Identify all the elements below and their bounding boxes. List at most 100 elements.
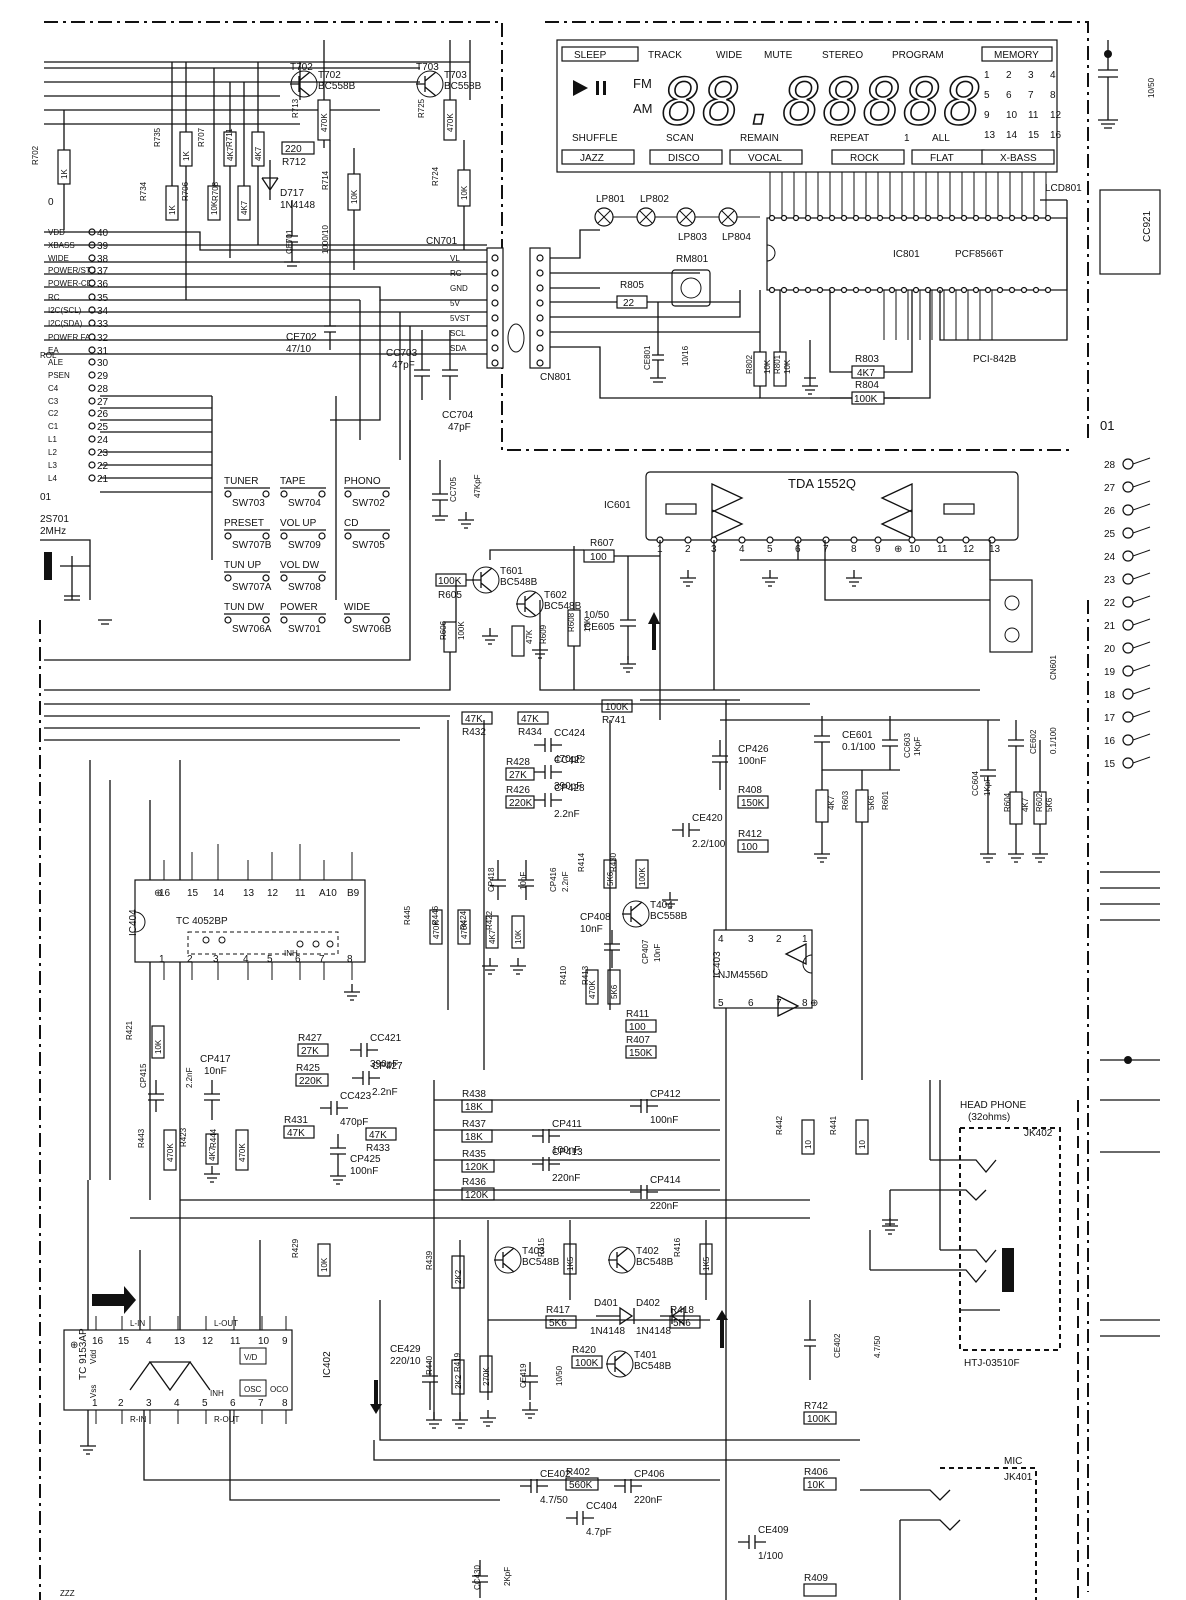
r805-ref: R805 [620,280,644,291]
lcd-number-2: 2 [1006,70,1012,81]
r409-body [803,1583,837,1597]
lcd-label-2: REMAIN [740,133,779,144]
amp-plus-icon: ⊕ [894,544,902,555]
r411-body [625,1019,657,1033]
mcu-pin-num-38: 38 [97,254,109,265]
mcu-pin-name-23: L2 [48,448,57,457]
r421-ref: R421 [125,1020,134,1040]
r433-ref: R433 [366,1143,390,1154]
lcd-ind-box-6 [981,46,1053,62]
ic402-plus-icon: ⊕ [70,1340,78,1351]
cn701-pin-label-6: SDA [450,344,467,353]
ic801-top-pin-18 [984,214,992,222]
r735-ref: R735 [153,127,162,147]
t703-ref: T703 [444,70,467,81]
r424-body [485,915,499,949]
amp-pin-num-2: 2 [685,544,691,555]
r434-body [517,711,549,725]
cc424-body [534,738,562,752]
t404-part: BC558B [650,911,688,922]
cc705-ref: CC705 [449,477,458,502]
cp425-value: 100nF [350,1166,378,1177]
d717-ref: D717 [280,188,304,199]
ic402-bottom-pin-1: 1 [92,1398,98,1409]
cc421-value: 390pF [370,1059,398,1070]
cp408-body [604,930,620,968]
ce420-ref: CE420 [692,813,723,824]
ic404-bottom-pin-3: 3 [213,954,219,965]
lcd-mode-rock: ROCK [850,153,879,164]
cp427-value: 2.2nF [372,1087,398,1098]
ic402-top-pin-3: 13 [174,1336,186,1347]
r441-ref: R441 [829,1115,838,1135]
r441-value: 10 [858,1140,867,1149]
mcu-left-0: 0 [48,197,54,208]
strip-pin-28 [1122,458,1134,470]
cp427-body [352,1071,380,1085]
amp-ic-ref: IC601 [604,500,631,511]
r741-value: 100K [605,702,629,713]
ce801-value: 10/16 [681,345,690,366]
pcb-label: PCI-842B [973,354,1017,365]
r426-body [505,795,535,809]
strip-lead-26 [1132,503,1151,511]
r433-value: 47K [369,1130,387,1141]
switch-pin-b-3 [262,532,270,540]
strip-pin-20 [1122,642,1134,654]
mcu-pin-num-21: 21 [97,474,109,485]
r434-value: 47K [521,714,539,725]
mcu-pin-num-28: 28 [97,384,109,395]
strip-lead-27 [1132,480,1151,488]
mcu-pin-31 [88,346,96,354]
ic801-bottom-pin-17 [972,286,980,294]
r407-value: 150K [629,1048,653,1059]
strip-pin-num-25: 25 [1104,529,1116,540]
r602-value: 5K6 [1045,797,1054,812]
r444-body [235,1129,249,1171]
ic402-rout: R-OUT [214,1415,239,1424]
amp-pin-num-7: 7 [823,544,829,555]
switch-pin-b-4 [318,532,326,540]
r420-ref: R420 [572,1345,596,1356]
ic801-bottom-pin-0 [768,286,776,294]
bias-network: 1KR7021KR7341KR73510KR7064K7R7074K7R7084… [31,40,487,521]
r406-value: 10K [807,1480,825,1491]
strip-pin-num-27: 27 [1104,483,1116,494]
switch-label-cd: CD [344,518,358,529]
r734-value: 1K [168,205,177,215]
cp412-value: 100nF [650,1115,678,1126]
ic403-top-pin-1: 1 [802,934,808,945]
ic402-osc: OSC [244,1385,262,1394]
lcd-indicator-track: TRACK [648,50,682,61]
ce402-body [520,1479,548,1493]
strip-lead-19 [1132,664,1151,672]
amp-ground-icon-1 [762,570,778,587]
switch-pin-a-10 [344,616,352,624]
cn801-pin-1 [536,269,544,277]
lcd-number-3: 3 [1028,70,1034,81]
ic801-top-pin-7 [852,214,860,222]
ic801-bottom-pin-7 [852,286,860,294]
ce402-ref: CE402 [540,1469,571,1480]
ic801-top-pin-9 [876,214,884,222]
mcu-pin-25 [88,422,96,430]
switch-pin-a-4 [280,532,288,540]
bias-wires [63,40,465,300]
ic801-top-pin-13 [924,214,932,222]
r410-body [585,969,599,1005]
lcd-number-13: 13 [984,130,996,141]
t702-label-top: T702 [290,62,313,73]
switch-ref-sw709: SW709 [288,540,321,551]
lamp-ref-2: LP803 [678,232,707,243]
ic402-ref: IC402 [322,1351,333,1378]
amp-pin-2 [684,536,692,544]
t602-ref: T602 [544,590,567,601]
cc422-ref: CC422 [554,755,586,766]
strip-pin-num-15: 15 [1104,759,1116,770]
cc423-body [320,1101,348,1115]
r805-value: 22 [623,298,635,309]
mcu-pin-23 [88,448,96,456]
cp426-ref: CP426 [738,744,769,755]
low-ground-icon-4 [522,1402,538,1419]
mcu-pin-name-27: C3 [48,397,59,406]
